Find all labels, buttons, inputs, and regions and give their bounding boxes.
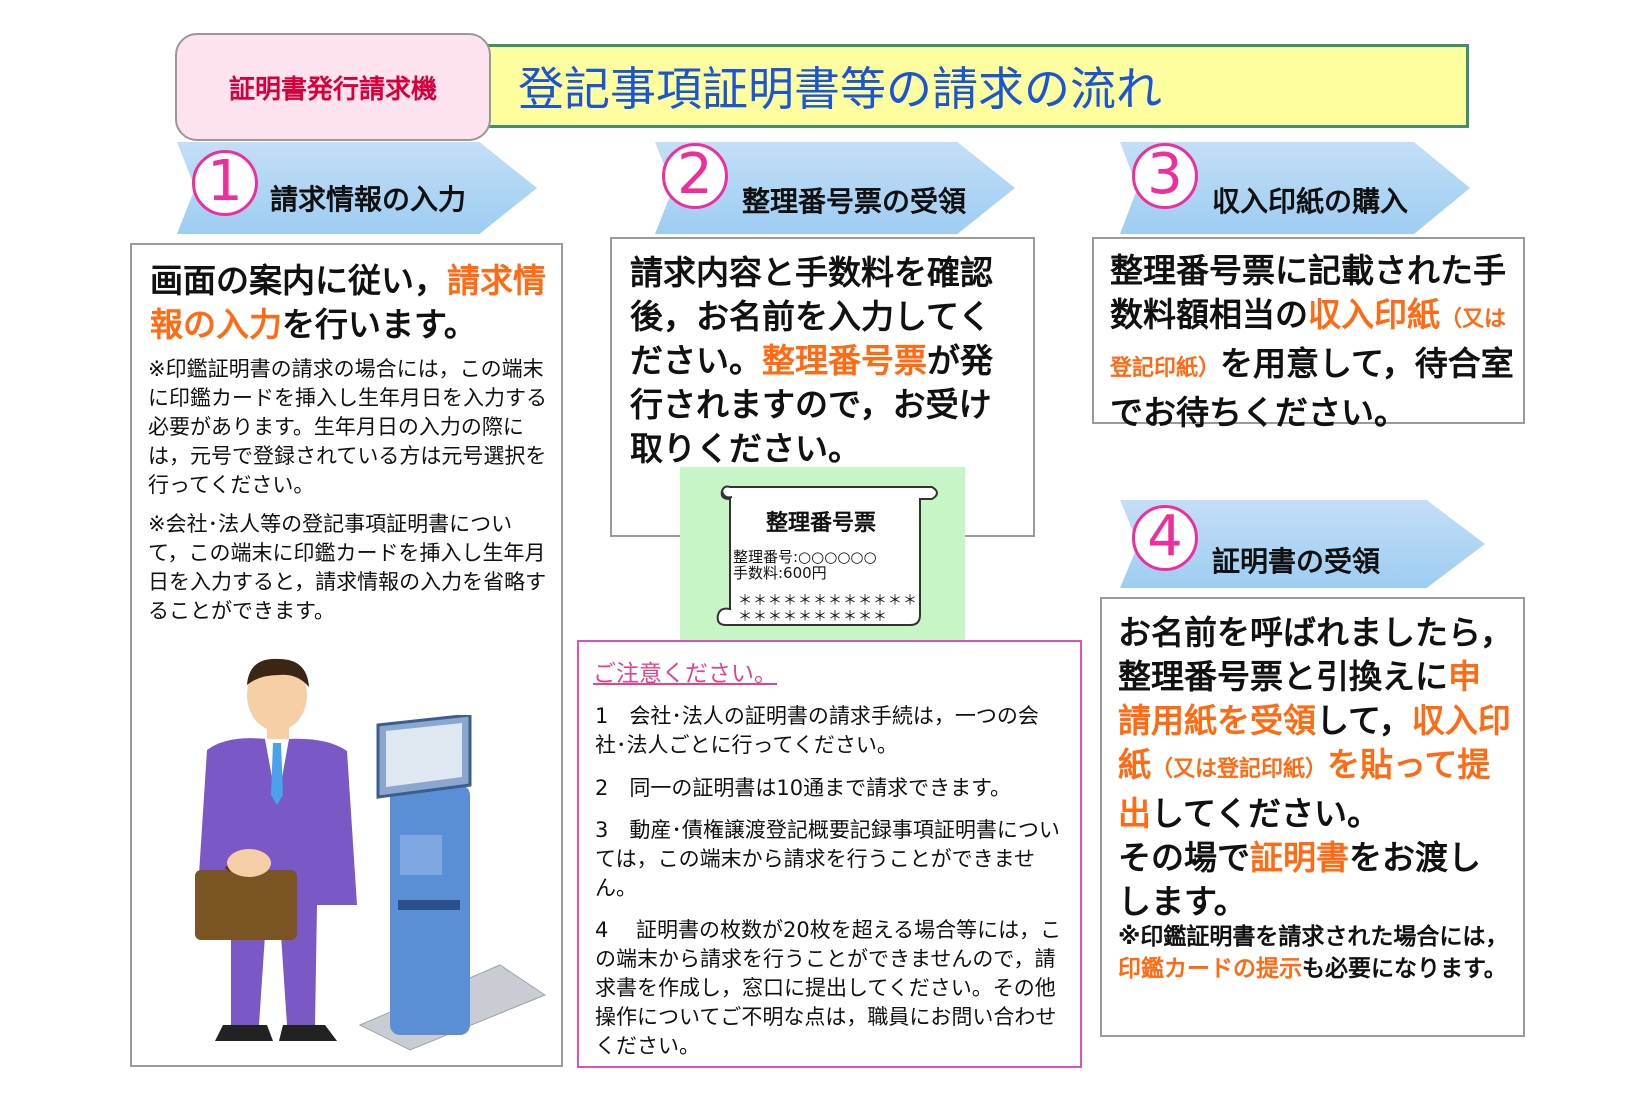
step2-number: 2 [662, 143, 728, 209]
step1-number: 1 [192, 150, 258, 216]
step4-number: 4 [1132, 505, 1198, 571]
ticket-scroll-icon [716, 485, 938, 626]
step4-highlight: 証明書 [1250, 838, 1349, 877]
step1-main-text: 画面の案内に従い，請求情報の入力を行います。 [150, 259, 550, 347]
notice-item-2: 2 同一の証明書は10通まで請求できます。 [595, 776, 1011, 800]
step4-highlight: を貼って提出 [1118, 745, 1491, 833]
step3-highlight-sub: （又は登記印紙） [1110, 307, 1507, 381]
step2-main-part: 請求内容と手数料を確認後，お名前を入力してください。 [630, 253, 993, 380]
step3-label: 収入印紙の購入 [1212, 185, 1409, 218]
step4-highlight-sub: （又は登記印紙） [1151, 757, 1328, 782]
ticket-stars: ＊＊＊＊＊＊＊＊＊＊＊＊＊＊＊＊＊＊＊＊＊＊ [738, 593, 918, 625]
businessman-illustration [195, 658, 357, 1041]
step4-main-part: お名前を呼ばれましたら，整理番号票と引換えに [1118, 613, 1514, 696]
page-title-bar: 登記事項証明書等の請求の流れ [485, 44, 1469, 128]
machine-label: 証明書発行請求機 [228, 74, 437, 105]
step4-note-part: ※印鑑証明書を請求された場合には， [1118, 924, 1509, 950]
step1-note1: ※印鑑証明書の請求の場合には，この端末に印鑑カードを挿入し生年月日を入力する必要… [148, 357, 547, 497]
step3-panel: 整理番号票に記載された手数料額相当の収入印紙（又は登記印紙）を用意して，待合室で… [1092, 237, 1525, 432]
step1-main-part: を行います。 [282, 305, 477, 344]
step4-note-highlight: 印鑑カードの提示 [1118, 956, 1302, 982]
step2-label: 整理番号票の受領 [742, 185, 967, 218]
step2-main-part: が発行されますので，お受け取りください。 [630, 341, 993, 468]
step3-main-part: 整理番号票に記載された手数料額相当の [1110, 251, 1506, 334]
step4-main-text: お名前を呼ばれましたら，整理番号票と引換えに申請用紙を受領して，収入印紙（又は登… [1118, 611, 1513, 924]
notice-panel: ご注意ください。 1 会社･法人の証明書の請求手続は，一つの会社･法人ごとに行っ… [577, 640, 1082, 1068]
step4-main-part: その場で [1118, 838, 1250, 877]
step4-main-part: をお渡しします。 [1118, 838, 1481, 921]
step4-note: ※印鑑証明書を請求された場合には， 印鑑カードの提示も必要になります。 [1118, 921, 1513, 985]
step4-label: 証明書の受領 [1212, 545, 1381, 578]
notice-title: ご注意ください。 [593, 661, 777, 687]
kiosk-illustration [358, 715, 547, 1051]
step1-highlight: 請求情報の入力 [150, 261, 546, 344]
ticket-fee-line: 手数料:600円 [733, 564, 827, 582]
step4-highlight: 申請用紙を受領 [1118, 657, 1481, 740]
step2-main-text: 請求内容と手数料を確認後，お名前を入力してください。整理番号票が発行されますので… [630, 251, 1022, 471]
step3-number: 3 [1132, 143, 1198, 209]
ticket-number-line: 整理番号:○○○○○○ [733, 548, 877, 566]
step2-highlight: 整理番号票 [762, 341, 927, 380]
page-title: 登記事項証明書等の請求の流れ [518, 62, 1162, 116]
notice-item-1: 1 会社･法人の証明書の請求手続は，一つの会社･法人ごとに行ってください。 [595, 704, 1039, 757]
notice-item-3: 3 動産･債権譲渡登記概要記録事項証明書については，この端末から請求を行うことが… [595, 818, 1060, 900]
ticket-title: 整理番号票 [766, 511, 877, 536]
step4-panel: お名前を呼ばれましたら，整理番号票と引換えに申請用紙を受領して，収入印紙（又は登… [1100, 597, 1525, 1037]
step3-main-text: 整理番号票に記載された手数料額相当の収入印紙（又は登記印紙）を用意して，待合室で… [1110, 249, 1515, 435]
step1-panel: 画面の案内に従い，請求情報の入力を行います。 ※印鑑証明書の請求の場合には，この… [130, 243, 563, 1067]
step1-note2: ※会社･法人等の登記事項証明書について，この端末に印鑑カードを挿入し生年月日を入… [148, 512, 547, 623]
step4-highlight: 収入印紙 [1118, 701, 1511, 784]
step3-main-part: を用意して，待合室でお待ちください。 [1110, 344, 1514, 432]
step1-label: 請求情報の入力 [270, 183, 467, 216]
notice-item-4: 4 証明書の枚数が20枚を超える場合等には，この端末から請求を行うことができませ… [595, 918, 1062, 1058]
step4-main-part: してください。 [1151, 794, 1381, 833]
step4-note-part: も必要になります。 [1302, 956, 1507, 982]
step3-highlight: 収入印紙 [1308, 295, 1440, 334]
step1-main-part: 画面の案内に従い， [150, 261, 447, 300]
machine-label-badge: 証明書発行請求機 [175, 33, 491, 141]
step4-main-part: して， [1316, 701, 1412, 740]
